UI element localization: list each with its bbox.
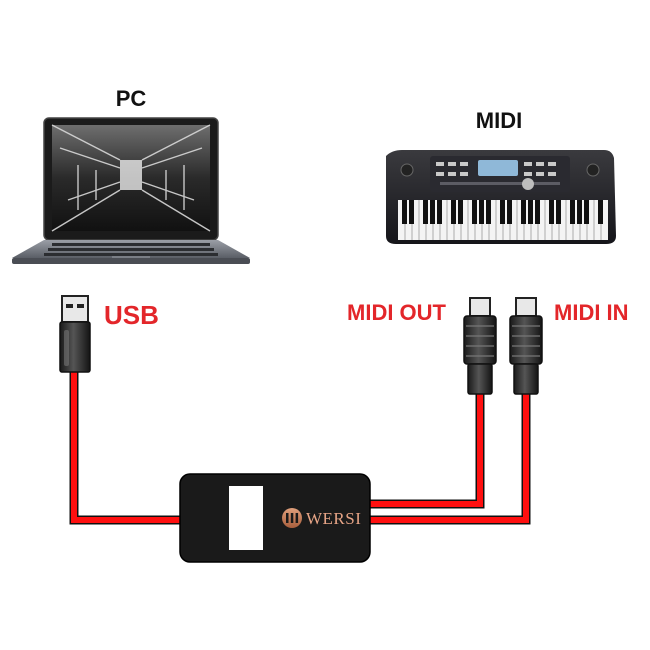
keyboard-black-keys (402, 200, 603, 224)
brand-label: WERSI (306, 509, 361, 528)
midi-in-cable (366, 390, 531, 525)
laptop-screen-art (51, 124, 211, 232)
midi-out-cable (366, 390, 485, 509)
midi-in-plug-icon (509, 297, 543, 395)
wersi-logo-icon (282, 508, 302, 528)
keyboard-panel-buttons (436, 162, 560, 185)
usb-plug-icon (59, 295, 91, 373)
usb-label: USB (104, 300, 159, 330)
usb-cable (69, 370, 184, 525)
midi-keyboard-icon (386, 150, 616, 244)
midi-out-plug-icon (463, 297, 497, 395)
pc-label: PC (116, 86, 147, 111)
midi-out-label: MIDI OUT (347, 300, 447, 325)
interface-box: WERSI (179, 473, 371, 563)
laptop-icon (12, 117, 250, 264)
midi-label: MIDI (476, 108, 522, 133)
midi-in-label: MIDI IN (554, 300, 629, 325)
laptop-keys (44, 243, 218, 256)
